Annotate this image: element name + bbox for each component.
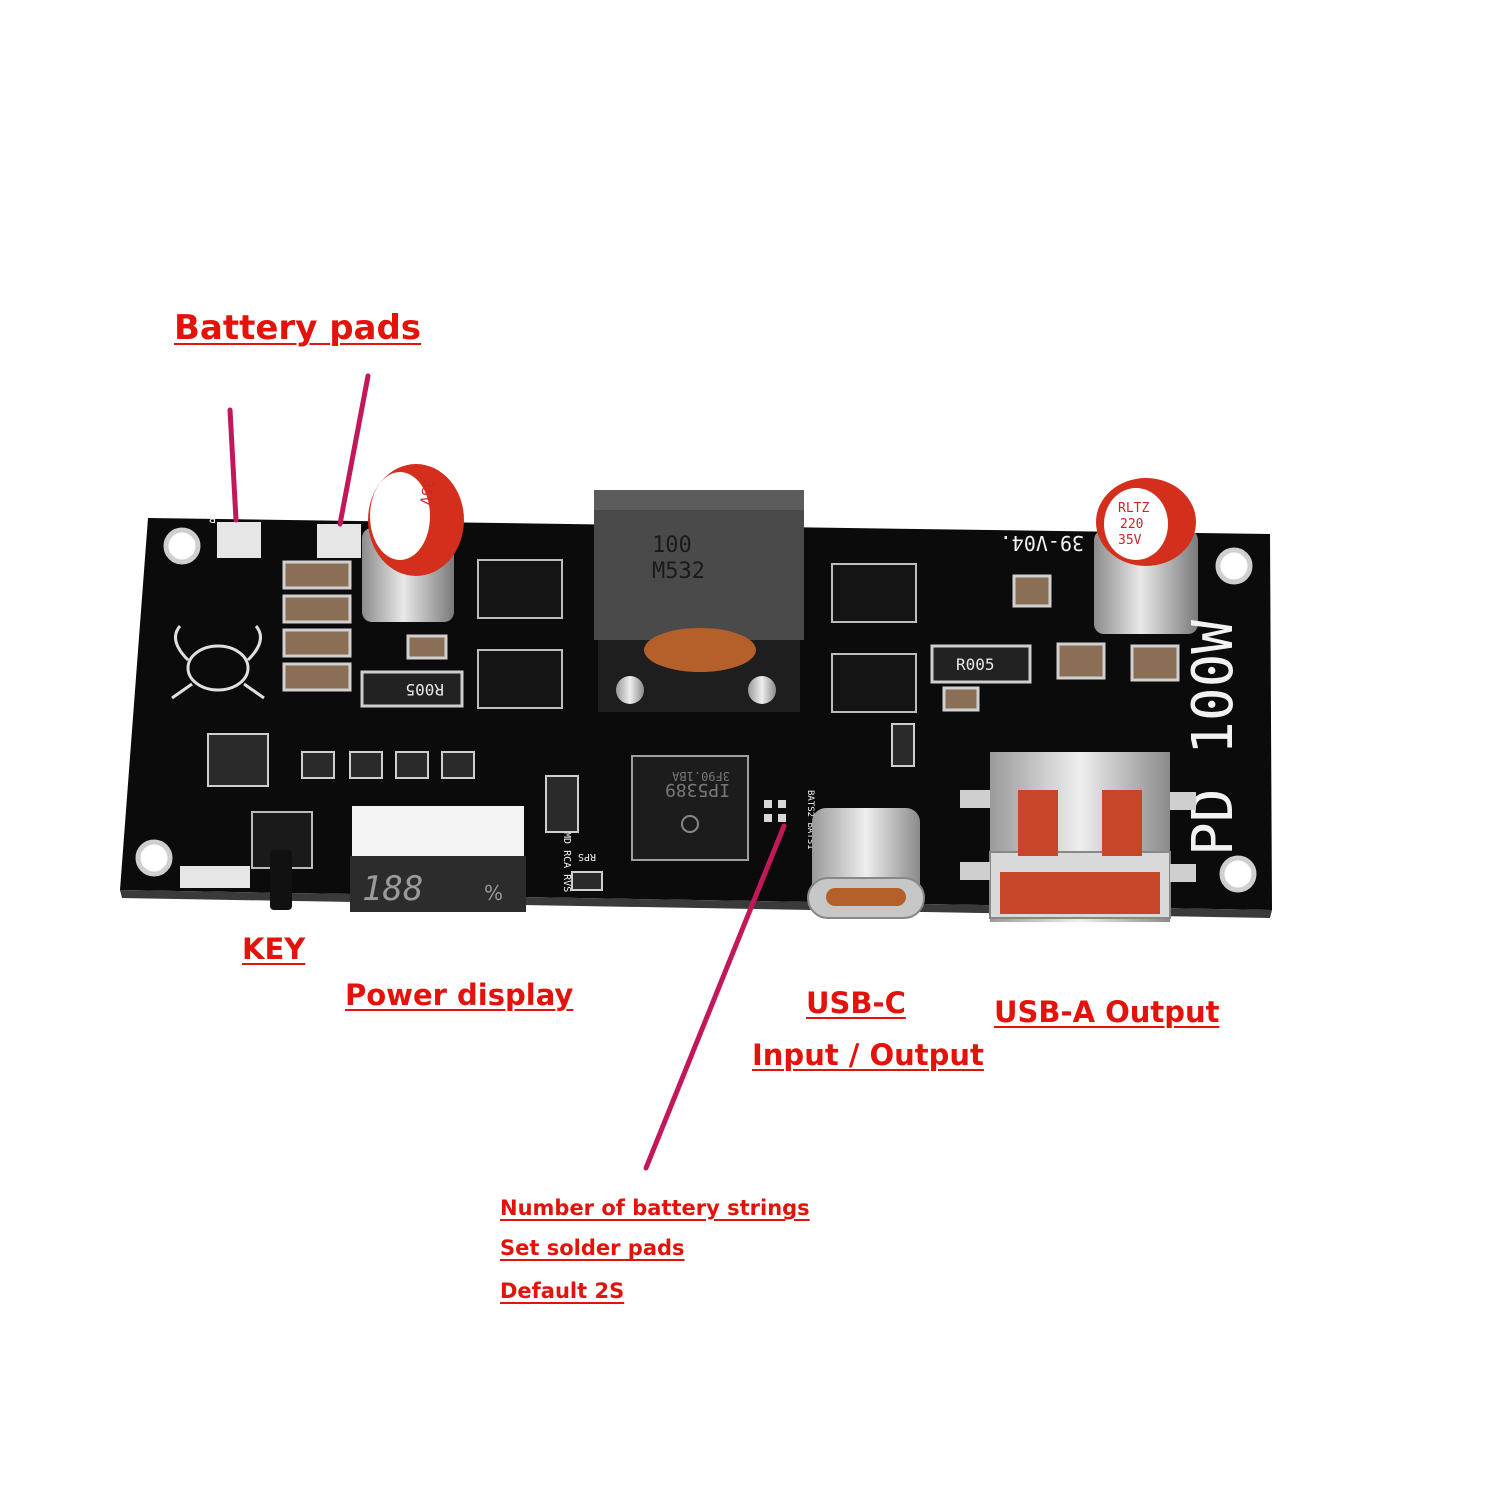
mounting-hole: [163, 527, 201, 565]
annotation-pointer-lines: [227, 373, 787, 1171]
svg-text:R005: R005: [956, 655, 995, 674]
power-display-label: Power display: [345, 978, 574, 1012]
inductor: 100 M532: [594, 490, 804, 712]
usb-a-port: [960, 752, 1196, 922]
capacitor-right: RLTZ 220 35V: [1094, 478, 1198, 634]
battery-strings-label-line1: Number of battery strings: [500, 1196, 810, 1220]
bat-solder-pad-labels: BATS2 BATS1: [805, 790, 815, 850]
battery-string-solder-pads: [764, 800, 786, 822]
display-percent: %: [484, 881, 503, 905]
pad-label-silkscreen: B-: [202, 511, 216, 525]
battery-pad-bottom: [180, 866, 250, 888]
svg-text:RLTZ: RLTZ: [1118, 501, 1149, 516]
ceramic-capacitors: [282, 560, 352, 692]
version-silkscreen: 39-V04.: [1000, 531, 1084, 555]
shunt-resistor-left: R005: [360, 670, 464, 708]
svg-text:35V: 35V: [416, 478, 436, 506]
shunt-resistor-right: R005: [930, 644, 1032, 684]
svg-text:IP5389: IP5389: [665, 779, 730, 800]
svg-text:R005: R005: [405, 680, 444, 699]
mosfet-chips: [477, 559, 917, 713]
product-silkscreen: PD 100W: [1181, 620, 1246, 856]
battery-pads-label: Battery pads: [174, 308, 422, 348]
svg-text:100: 100: [652, 533, 692, 558]
ceramic-capacitors-right: [406, 574, 1180, 712]
capacitor-left: 35V: [362, 464, 464, 622]
battery-pad-negative: [217, 522, 261, 558]
pointer-battery-pad-2: [337, 373, 371, 527]
mounting-hole: [135, 839, 173, 877]
svg-text:35V: 35V: [1118, 533, 1142, 548]
svg-text:220: 220: [1120, 517, 1143, 532]
rps-silkscreen: RPS: [578, 851, 596, 862]
display-digits: 188: [362, 869, 423, 909]
battery-strings-label-line3: Default 2S: [500, 1279, 625, 1303]
battery-strings-label-line2: Set solder pads: [500, 1236, 685, 1260]
svg-text:M532: M532: [652, 559, 705, 584]
crab-logo-icon: [171, 625, 265, 700]
usb-c-label-line1: USB-C: [806, 986, 906, 1020]
battery-pad-positive: [317, 524, 361, 558]
usb-c-label-line2: Input / Output: [752, 1038, 984, 1072]
key-label: KEY: [242, 932, 306, 966]
key-switch: [251, 811, 313, 910]
controller-chip: IP5389 3F90.1BA: [631, 755, 749, 861]
smd-components: [207, 723, 915, 891]
svg-text:3F90.1BA: 3F90.1BA: [671, 769, 730, 783]
pointer-battery-pad-1: [227, 407, 239, 523]
usb-c-port: [807, 808, 925, 919]
power-display: 188 %: [350, 806, 526, 912]
mounting-hole: [1219, 855, 1257, 893]
usb-a-output-label: USB-A Output: [994, 995, 1220, 1029]
resistor-labels-silkscreen: RMD RCA RVS: [561, 826, 572, 892]
mounting-hole: [1215, 547, 1253, 585]
pointer-battery-strings: [643, 823, 787, 1171]
